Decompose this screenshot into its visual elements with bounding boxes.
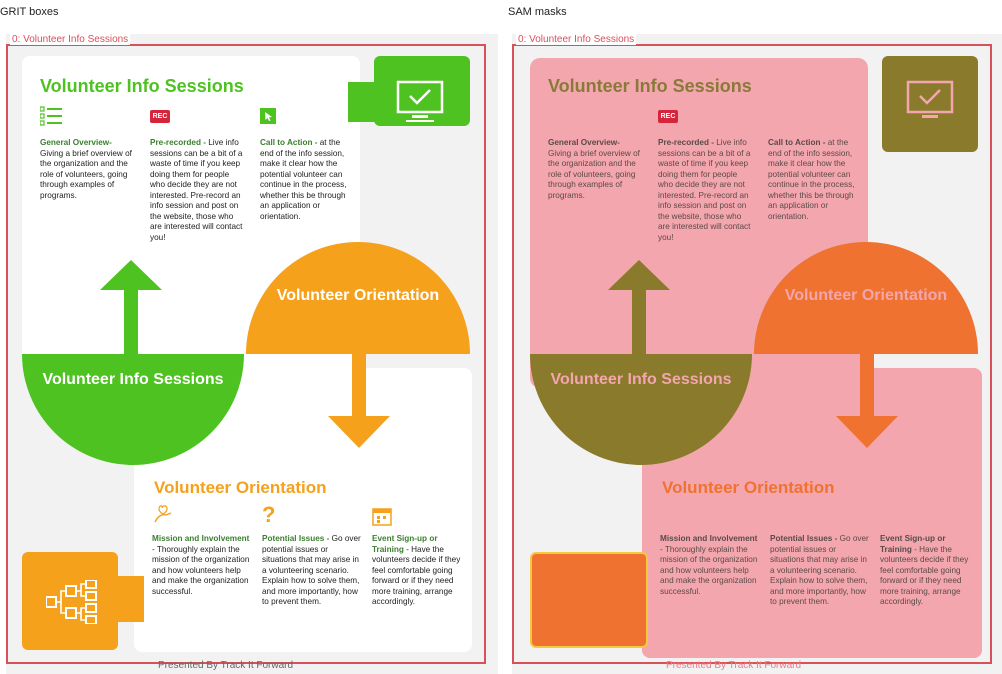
top-col-3-text: at the end of the info session, make it …	[260, 138, 347, 221]
mask-up-arrow-icon	[608, 260, 670, 390]
footer-text: Presented By Track It Forward	[158, 660, 294, 671]
bottom-col-3-key: Event Sign-up or Training	[372, 534, 438, 554]
monitor-tile-tab	[348, 82, 378, 122]
top-col-2: Pre-recorded - Live info sessions can be…	[150, 138, 246, 243]
mask-top-col-1-key: General Overview-	[548, 138, 620, 147]
bottom-col-1-key: Mission and Involvement	[152, 534, 250, 543]
top-col-1-key: General Overview-	[40, 138, 112, 147]
sam-box-frame	[512, 44, 992, 664]
up-arrow-icon	[100, 260, 162, 390]
mask-top-col-1: General Overview- Giving a brief overvie…	[548, 138, 644, 201]
mask-top-col-1-text: Giving a brief overview of the organizat…	[548, 148, 640, 200]
bottom-col-3-text: - Have the volunteers decide if they fee…	[372, 544, 461, 607]
top-col-1: General Overview- Giving a brief overvie…	[40, 138, 136, 201]
orientation-semicircle-label: Volunteer Orientation	[276, 287, 440, 304]
grit-panel: 0: Volunteer Info Sessions Volunteer Inf…	[6, 34, 498, 674]
info-sessions-semicircle-label: Volunteer Info Sessions	[42, 371, 224, 388]
mask-top-col-3: Call to Action - at the end of the info …	[768, 138, 864, 222]
top-col-3-key: Call to Action -	[260, 138, 318, 147]
top-col-2-key: Pre-recorded -	[150, 138, 206, 147]
hierarchy-icon	[46, 580, 97, 624]
top-col-3: Call to Action - at the end of the info …	[260, 138, 356, 222]
mask-bottom-col-2-key: Potential Issues -	[770, 534, 838, 543]
mask-footer-text: Presented By Track It Forward	[666, 660, 802, 671]
mask-top-col-2: Pre-recorded - Live info sessions can be…	[658, 138, 754, 243]
top-heading: Volunteer Info Sessions	[40, 76, 244, 96]
mask-monitor-check-icon	[906, 80, 954, 118]
question-icon: ?	[262, 502, 276, 527]
mask-top-heading: Volunteer Info Sessions	[548, 76, 752, 96]
down-arrow-icon	[328, 354, 390, 448]
grit-box-frame	[6, 44, 486, 664]
bottom-col-1-text: - Thoroughly explain the mission of the …	[152, 544, 250, 596]
list-icon	[40, 106, 62, 126]
bottom-col-1: Mission and Involvement - Thoroughly exp…	[152, 534, 252, 597]
mask-info-label: Volunteer Info Sessions	[550, 371, 732, 388]
rec-badge: REC	[150, 110, 170, 123]
mask-bottom-heading: Volunteer Orientation	[662, 478, 835, 497]
hierarchy-tile-tab	[114, 576, 144, 622]
hand-heart-icon	[154, 505, 172, 523]
monitor-tile	[374, 56, 470, 126]
mask-top-col-3-text: at the end of the info session, make it …	[768, 138, 855, 221]
cursor-click-icon	[260, 108, 276, 124]
mask-bottom-col-1-key: Mission and Involvement	[660, 534, 758, 543]
sam-box-label: 0: Volunteer Info Sessions	[516, 34, 637, 45]
mask-orientation-label: Volunteer Orientation	[784, 287, 948, 304]
calendar-icon	[372, 508, 392, 526]
left-panel-title: GRIT boxes	[0, 6, 59, 18]
mask-monitor-tile	[882, 56, 978, 152]
mask-bottom-col-3: Event Sign-up or Training - Have the vol…	[880, 534, 976, 608]
mask-top-col-2-text: Live info sessions can be a bit of a was…	[658, 138, 751, 242]
bottom-col-2: Potential Issues - Go over potential iss…	[262, 534, 362, 608]
mask-bottom-col-1-text: - Thoroughly explain the mission of the …	[660, 544, 758, 596]
mask-rec-badge: REC	[658, 110, 678, 123]
grit-box-label: 0: Volunteer Info Sessions	[10, 34, 131, 45]
sam-panel: 0: Volunteer Info Sessions Volunteer Inf…	[512, 34, 1002, 674]
mask-top-col-2-key: Pre-recorded -	[658, 138, 714, 147]
mask-bottom-col-2: Potential Issues - Go over potential iss…	[770, 534, 870, 608]
mask-top-col-3-key: Call to Action -	[768, 138, 826, 147]
mask-down-arrow-icon	[836, 354, 898, 448]
mask-bottom-col-3-text: - Have the volunteers decide if they fee…	[880, 544, 969, 607]
top-col-2-text: Live info sessions can be a bit of a was…	[150, 138, 243, 242]
bottom-heading: Volunteer Orientation	[154, 478, 327, 497]
hierarchy-tile	[22, 552, 118, 650]
bottom-col-2-key: Potential Issues -	[262, 534, 330, 543]
mask-bottom-col-2-text: Go over potential issues or situations t…	[770, 534, 869, 606]
bottom-col-2-text: Go over potential issues or situations t…	[262, 534, 361, 606]
top-col-1-text: Giving a brief overview of the organizat…	[40, 148, 132, 200]
monitor-check-icon	[396, 80, 444, 122]
bottom-col-3: Event Sign-up or Training - Have the vol…	[372, 534, 468, 608]
mask-hierarchy-tile	[530, 552, 648, 648]
right-panel-title: SAM masks	[508, 6, 567, 18]
mask-bottom-col-3-key: Event Sign-up or Training	[880, 534, 946, 554]
mask-bottom-col-1: Mission and Involvement - Thoroughly exp…	[660, 534, 760, 597]
